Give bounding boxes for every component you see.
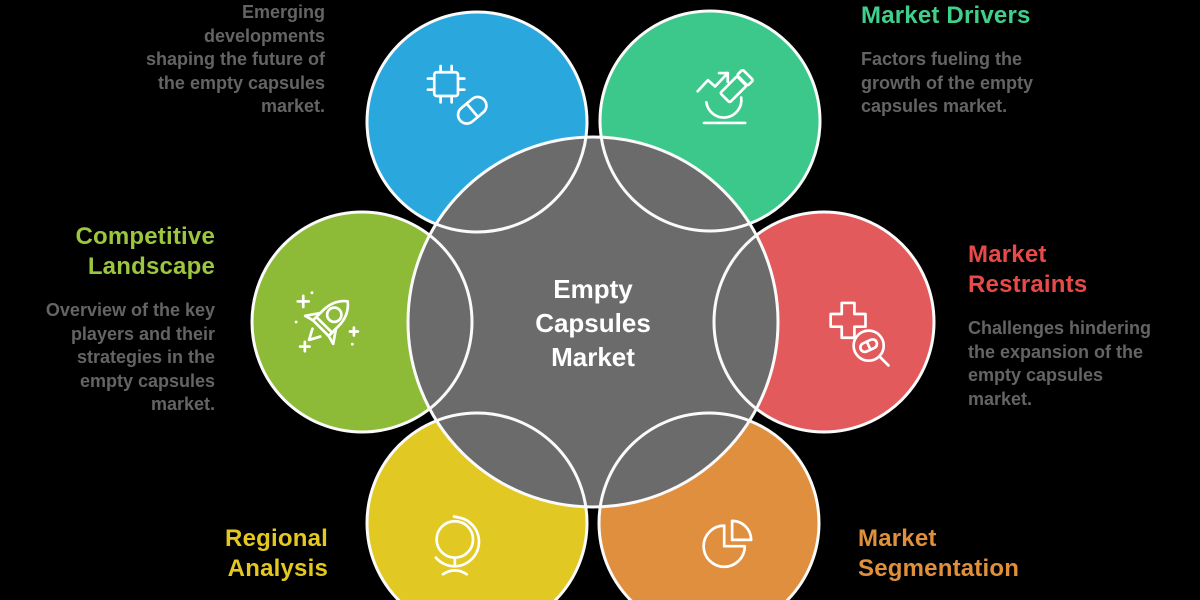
pie-chart-icon bbox=[687, 509, 763, 585]
market-drivers-outline bbox=[598, 9, 822, 233]
competitive-landscape-title: Competitive Landscape bbox=[75, 223, 215, 280]
regional-analysis-text-block: Regional Analysis bbox=[138, 524, 328, 584]
market-restraints-title: Market Restraints bbox=[968, 241, 1088, 298]
future-trends-outline bbox=[365, 10, 589, 234]
market-drivers-title: Market Drivers bbox=[861, 2, 1031, 29]
chip-capsule-icon bbox=[420, 58, 496, 134]
market-restraints-description: Challenges hindering the expansion of th… bbox=[968, 318, 1152, 409]
future-trends-text-block: Emerging developments shaping the future… bbox=[135, 1, 325, 119]
circle-outlines bbox=[250, 9, 936, 600]
market-restraints-outline bbox=[712, 210, 936, 434]
market-segmentation-text-block: Market Segmentation bbox=[858, 524, 1048, 584]
future-trends-description: Emerging developments shaping the future… bbox=[146, 2, 325, 116]
globe-icon bbox=[420, 507, 496, 583]
regional-analysis-title: Regional Analysis bbox=[225, 525, 328, 582]
market-drivers-text-block: Market Drivers Factors fueling the growt… bbox=[861, 1, 1051, 119]
market-segmentation-outline bbox=[597, 411, 821, 600]
microscope-trend-icon bbox=[685, 58, 761, 134]
market-restraints-text-block: Market Restraints Challenges hindering t… bbox=[968, 240, 1163, 411]
competitive-landscape-text-block: Competitive Landscape Overview of the ke… bbox=[25, 222, 215, 417]
regional-analysis-outline bbox=[365, 411, 589, 600]
center-circle-outline bbox=[406, 135, 780, 509]
competitive-landscape-outline bbox=[250, 210, 474, 434]
center-title: Empty Capsules Market bbox=[535, 274, 651, 372]
medical-cross-magnifier-icon bbox=[818, 295, 894, 371]
market-drivers-description: Factors fueling the growth of the empty … bbox=[861, 49, 1033, 116]
competitive-landscape-description: Overview of the key players and their st… bbox=[45, 300, 215, 414]
rocket-icon bbox=[289, 284, 365, 360]
market-segmentation-title: Market Segmentation bbox=[858, 525, 1020, 582]
